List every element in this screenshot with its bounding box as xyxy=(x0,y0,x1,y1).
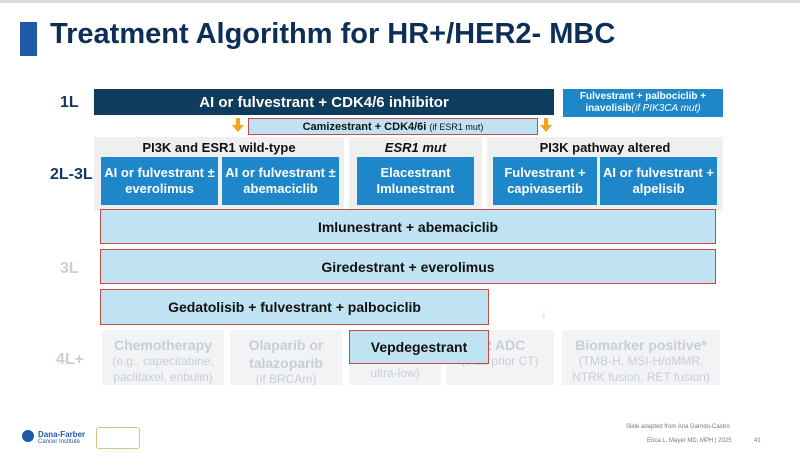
first-line-box: AI or fulvestrant + CDK4/6 inhibitor xyxy=(94,89,554,115)
header-pi3k-altered: PI3K pathway altered xyxy=(539,140,671,155)
dana-farber-logo-text: Dana-Farber Cancer Institute xyxy=(38,430,85,445)
page-title: Treatment Algorithm for HR+/HER2- MBC xyxy=(50,18,616,50)
bg-chemotherapy: Chemotherapy (e.g., capecitabine, paclit… xyxy=(102,330,224,385)
box-elacestrant: Elacestrant Imlunestrant xyxy=(357,157,474,205)
imlunestrant-box: Imlunestrant + abemaciclib xyxy=(100,209,716,244)
bg-biomarker: Biomarker positive* (TMB-H, MSI-H/dMMR, … xyxy=(562,330,720,385)
top-divider xyxy=(0,0,800,3)
faded-arrow-icon: ↓ xyxy=(540,305,548,322)
first-line-alt-line1: Fulvestrant + palbociclib + xyxy=(579,91,707,102)
box-capivasertib: Fulvestrant + capivasertib xyxy=(493,157,597,205)
bg-biomarker-title: Biomarker positive* xyxy=(575,337,707,353)
arrow-down-icon xyxy=(540,118,552,132)
header-wild-type: PI3K and ESR1 wild-type xyxy=(142,140,296,155)
page-number: 41 xyxy=(754,438,761,444)
bg-biomarker-sub: (TMB-H, MSI-H/dMMR, NTRK fusion, RET fus… xyxy=(572,354,710,384)
logo-sub: Cancer Institute xyxy=(38,439,81,445)
giredestrant-box: Giredestrant + everolimus xyxy=(100,249,716,284)
header-esr1-mut: ESR1 mut xyxy=(384,140,447,155)
title-accent-bar xyxy=(20,22,37,56)
vepdegestrant-box: Vepdegestrant xyxy=(349,330,489,364)
sabcs-logo xyxy=(96,427,140,449)
row-label-2l-3l: 2L-3L xyxy=(50,166,93,183)
box-everolimus: AI or fulvestrant ± everolimus xyxy=(101,157,218,205)
arrow-down-icon xyxy=(232,118,244,132)
camizestrant-note: (if ESR1 mut) xyxy=(429,121,484,132)
row-label-1l: 1L xyxy=(60,94,79,111)
bg-ultra-low: ultra-low) xyxy=(349,360,441,385)
camizestrant-label: Camizestrant + CDK4/6i xyxy=(302,120,427,133)
first-line-alt-box: Fulvestrant + palbociclib + inavolisib(i… xyxy=(563,89,723,117)
author-line: Erica L. Mayer MD, MPH | 2025 xyxy=(647,438,732,444)
box-alpelisib: AI or fulvestrant + alpelisib xyxy=(600,157,717,205)
bg-olaparib-sub: (if BRCAm) xyxy=(255,372,317,387)
camizestrant-box: Camizestrant + CDK4/6i (if ESR1 mut) xyxy=(248,118,538,135)
bg-olaparib-title: Olaparib or talazoparib xyxy=(248,337,324,372)
bg-chemo-sub: (e.g., capecitabine, paclitaxel, eribuli… xyxy=(112,354,214,384)
inavolisib-label: inavolisib xyxy=(585,103,632,114)
logo-name: Dana-Farber xyxy=(38,430,86,439)
bg-chemo-title: Chemotherapy xyxy=(113,337,213,353)
dana-farber-logo-icon xyxy=(22,430,34,442)
box-abemaciclib: AI or fulvestrant ± abemaciclib xyxy=(222,157,339,205)
row-label-4l: 4L+ xyxy=(56,351,85,368)
row-label-3l: 3L xyxy=(60,260,79,277)
gedatolisib-box: Gedatolisib + fulvestrant + palbociclib xyxy=(100,289,489,325)
first-line-alt-line2: inavolisib(if PIK3CA mut) xyxy=(585,103,700,115)
slide-credit: Slide adapted from Ana Garrido-Castro xyxy=(626,424,730,430)
bg-olaparib: Olaparib or talazoparib (if BRCAm) xyxy=(230,330,342,387)
pik3ca-note: (if PIK3CA mut) xyxy=(631,103,701,114)
